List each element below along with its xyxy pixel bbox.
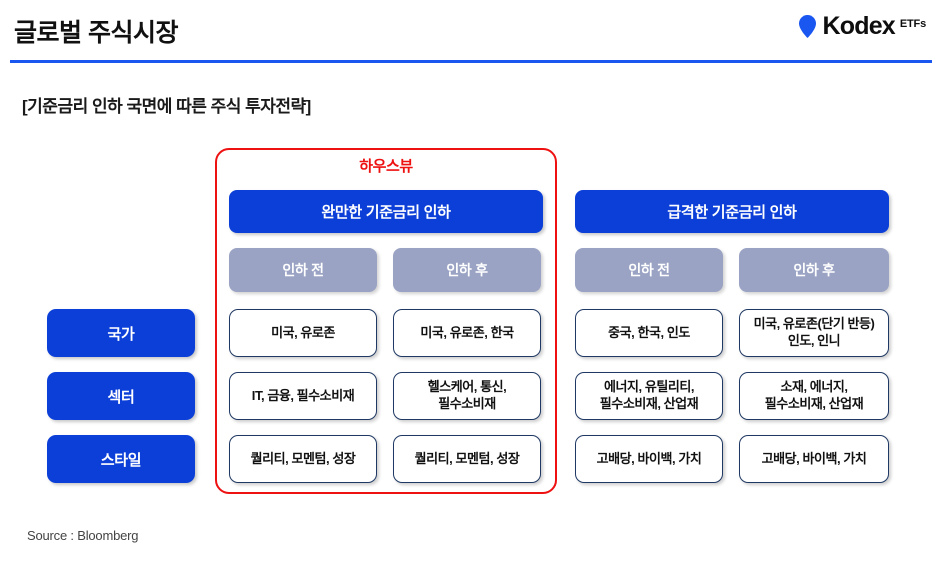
cell-country-gradual-after: 미국, 유로존, 한국 <box>393 309 541 357</box>
cell-country-gradual-before: 미국, 유로존 <box>229 309 377 357</box>
phase-header-sharp-before: 인하 전 <box>575 248 723 292</box>
cell-style-sharp-after: 고배당, 바이백, 가치 <box>739 435 889 483</box>
cell-style-sharp-before: 고배당, 바이백, 가치 <box>575 435 723 483</box>
cell-sector-gradual-after: 헬스케어, 통신, 필수소비재 <box>393 372 541 420</box>
slide-subtitle: [기준금리 인하 국면에 따른 주식 투자전략] <box>22 97 311 116</box>
cell-sector-gradual-before: IT, 금융, 필수소비재 <box>229 372 377 420</box>
row-label-sector: 섹터 <box>47 372 195 420</box>
house-view-label: 하우스뷰 <box>359 158 413 175</box>
house-view-highlight-frame <box>215 148 557 494</box>
group-header-sharp-cut: 급격한 기준금리 인하 <box>575 190 889 233</box>
kodex-logo: Kodex ETFs <box>798 12 926 40</box>
cell-style-gradual-before: 퀄리티, 모멘텀, 성장 <box>229 435 377 483</box>
phase-header-gradual-before: 인하 전 <box>229 248 377 292</box>
phase-header-gradual-after: 인하 후 <box>393 248 541 292</box>
source-note: Source : Bloomberg <box>27 528 139 543</box>
title-underline-rule <box>10 60 932 63</box>
page-title: 글로벌 주식시장 <box>14 19 178 47</box>
cell-country-sharp-before: 중국, 한국, 인도 <box>575 309 723 357</box>
brand-name: Kodex <box>822 12 896 40</box>
cell-sector-sharp-after: 소재, 에너지, 필수소비재, 산업재 <box>739 372 889 420</box>
group-header-gradual-cut: 완만한 기준금리 인하 <box>229 190 543 233</box>
brand-subtext: ETFs <box>899 18 926 30</box>
cell-country-sharp-after: 미국, 유로존(단기 반등) 인도, 인니 <box>739 309 889 357</box>
phase-header-sharp-after: 인하 후 <box>739 248 889 292</box>
row-label-country: 국가 <box>47 309 195 357</box>
cell-style-gradual-after: 퀄리티, 모멘텀, 성장 <box>393 435 541 483</box>
cell-sector-sharp-before: 에너지, 유틸리티, 필수소비재, 산업재 <box>575 372 723 420</box>
row-label-style: 스타일 <box>47 435 195 483</box>
location-pin-icon <box>798 15 816 38</box>
